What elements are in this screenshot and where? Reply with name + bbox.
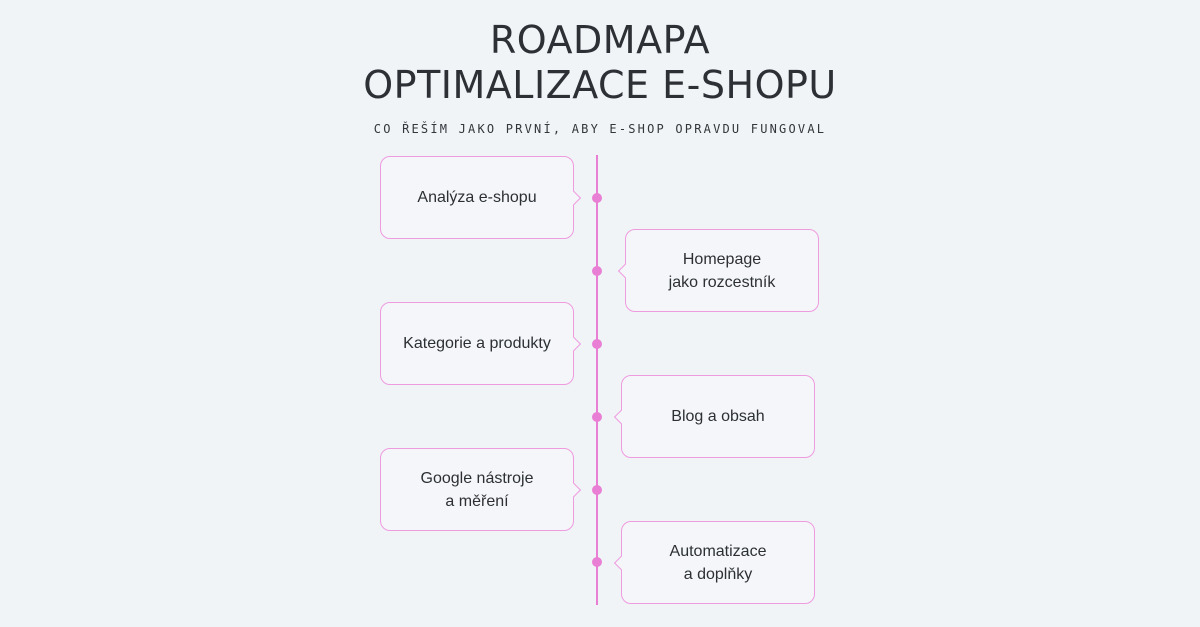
step-label-5: Google nástroje a měření	[421, 467, 534, 513]
card-pointer	[617, 263, 633, 278]
step-2-line-1: Homepage	[682, 250, 762, 268]
card-pointer	[613, 409, 629, 424]
step-label-6: Automatizace a doplňky	[670, 540, 767, 586]
timeline-dot-5	[592, 485, 602, 495]
step-label-2: Homepage jako rozcestník	[669, 248, 776, 294]
card-pointer	[566, 336, 582, 351]
step-5-line-1: Google nástroje	[420, 469, 534, 487]
step-card-4: Blog a obsah	[613, 375, 815, 458]
page-subtitle: CO ŘEŠÍM JAKO PRVNÍ, ABY E-SHOP OPRAVDU …	[373, 122, 827, 136]
card-pointer	[566, 190, 582, 205]
step-card-3: Kategorie a produkty	[380, 302, 582, 385]
timeline-dot-3	[592, 339, 602, 349]
step-4-line-1: Blog a obsah	[671, 408, 765, 425]
step-card-6: Automatizace a doplňky	[613, 521, 815, 604]
timeline-dot-4	[592, 412, 602, 422]
title-line-2: OPTIMALIZACE E-SHOPU	[363, 63, 837, 107]
timeline-dot-6	[592, 557, 602, 567]
step-5-line-2: a měření	[445, 492, 509, 510]
timeline-axis	[596, 155, 598, 605]
card-pointer	[613, 555, 629, 570]
card-pointer	[566, 482, 582, 497]
step-label-4: Blog a obsah	[671, 405, 764, 428]
step-6-line-1: Automatizace	[669, 542, 767, 560]
step-label-1: Analýza e-shopu	[417, 186, 536, 209]
step-6-line-2: a doplňky	[683, 565, 753, 583]
step-label-3: Kategorie a produkty	[403, 332, 551, 355]
timeline-dot-1	[592, 193, 602, 203]
step-3-line-1: Kategorie a produkty	[403, 335, 551, 352]
timeline-dot-2	[592, 266, 602, 276]
step-card-1: Analýza e-shopu	[380, 156, 582, 239]
step-card-2: Homepage jako rozcestník	[617, 229, 819, 312]
step-card-5: Google nástroje a měření	[380, 448, 582, 531]
step-2-line-2: jako rozcestník	[668, 273, 776, 291]
title-line-1: ROADMAPA	[489, 18, 711, 62]
step-1-line-1: Analýza e-shopu	[417, 189, 537, 206]
page-title: ROADMAPA OPTIMALIZACE E-SHOPU	[0, 18, 1200, 108]
